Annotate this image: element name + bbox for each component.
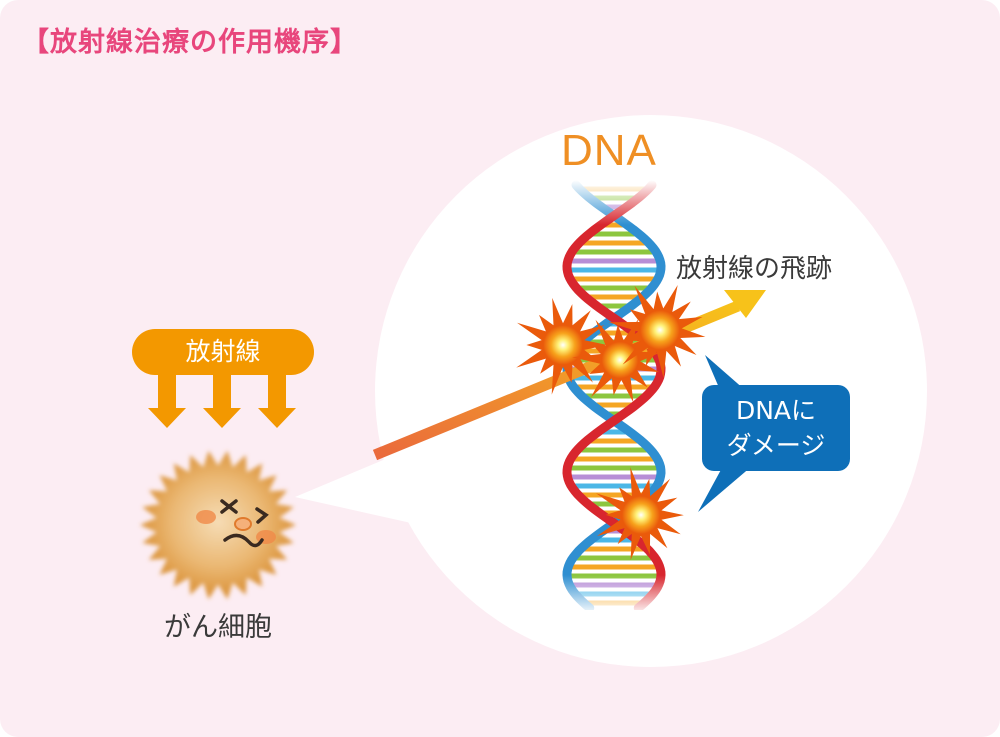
dna-label: DNA [561, 126, 657, 175]
cancer-cell-label: がん細胞 [164, 612, 272, 643]
damage-burst-core [622, 496, 660, 534]
damage-bursts [516, 285, 706, 560]
damage-burst-core [640, 310, 680, 350]
radiation-track-label: 放射線の飛跡 [676, 254, 833, 284]
cancer-cell [140, 450, 296, 600]
page-title: 【放射線治療の作用機序】 [22, 27, 358, 58]
radiation-label: 放射線 [185, 337, 261, 366]
zoom-circle-tail [295, 455, 420, 525]
dna-damage-callout [698, 355, 850, 512]
radiation-source [132, 329, 314, 428]
dna-damage-label-line2: ダメージ [726, 431, 826, 460]
dna-damage-label-line1: DNAに [735, 396, 817, 425]
damage-burst-core [601, 341, 639, 379]
dna-damage-label: DNAに ダメージ [702, 393, 850, 463]
damage-burst-core [543, 325, 583, 365]
